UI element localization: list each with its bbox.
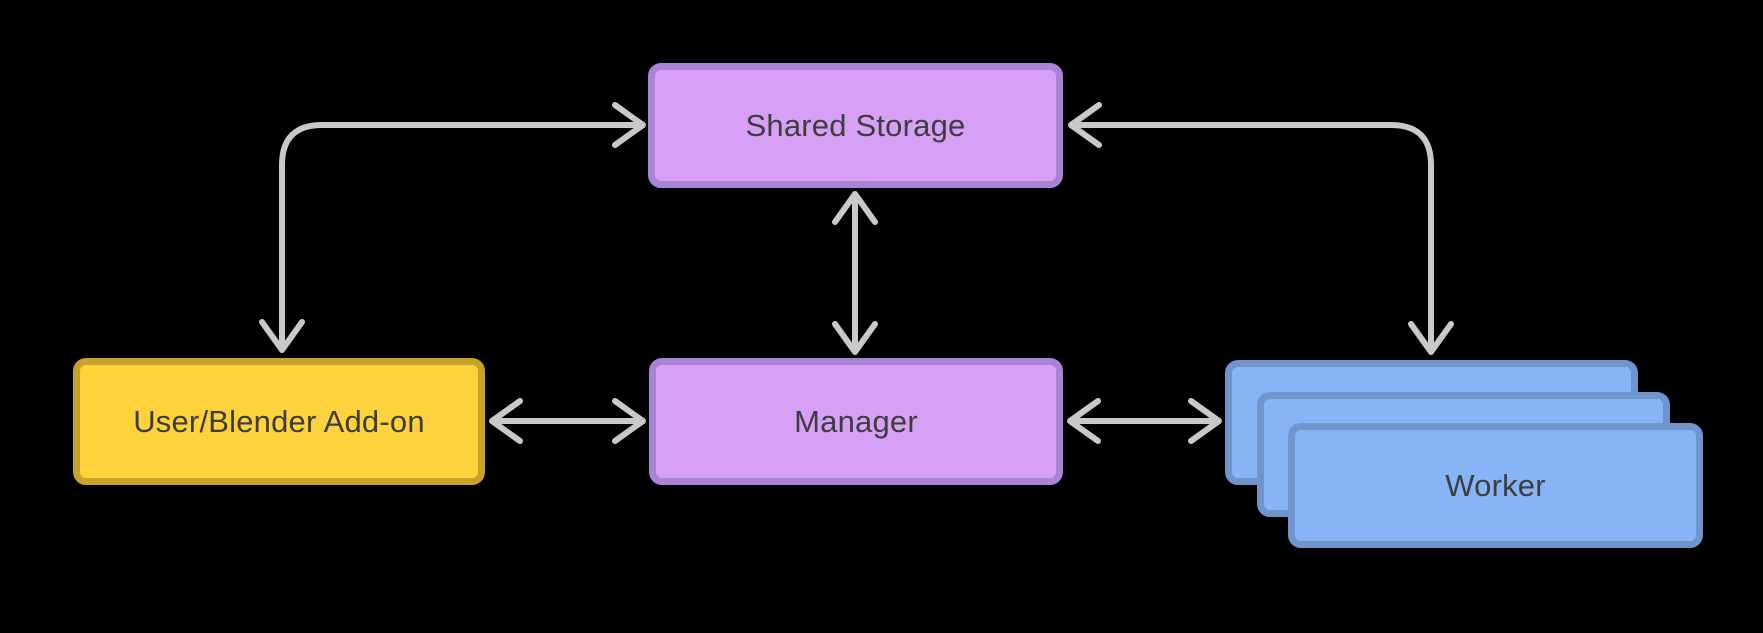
node-manager-label: Manager [794, 403, 918, 439]
edge-worker-shared-arrowhead-down [1408, 321, 1454, 355]
edge-user-shared-arrowhead-down [259, 319, 305, 353]
node-user-blender-addon-label: User/Blender Add-on [133, 403, 425, 439]
edge-shared-manager-arrowhead-down [832, 321, 878, 355]
edge-user-manager-arrowhead-right [612, 398, 646, 444]
edge-manager-worker-arrowhead-left [1067, 398, 1101, 444]
edge-group [259, 102, 1454, 444]
edge-user-manager-arrowhead-left [489, 398, 523, 444]
node-worker: Worker [1288, 423, 1703, 548]
node-user-blender-addon: User/Blender Add-on [73, 358, 485, 485]
edge-shared-manager-arrowhead-up [832, 191, 878, 225]
edge-user-shared [279, 122, 640, 349]
edge-worker-shared-arrowhead-left [1068, 102, 1102, 148]
edge-worker-shared [1074, 122, 1434, 351]
node-worker-label: Worker [1445, 467, 1546, 503]
edge-user-shared-arrowhead-right [612, 102, 646, 148]
node-manager: Manager [649, 358, 1063, 485]
edge-manager-worker-arrowhead-right [1188, 398, 1222, 444]
node-shared-storage-label: Shared Storage [745, 107, 966, 143]
node-shared-storage: Shared Storage [648, 63, 1063, 188]
